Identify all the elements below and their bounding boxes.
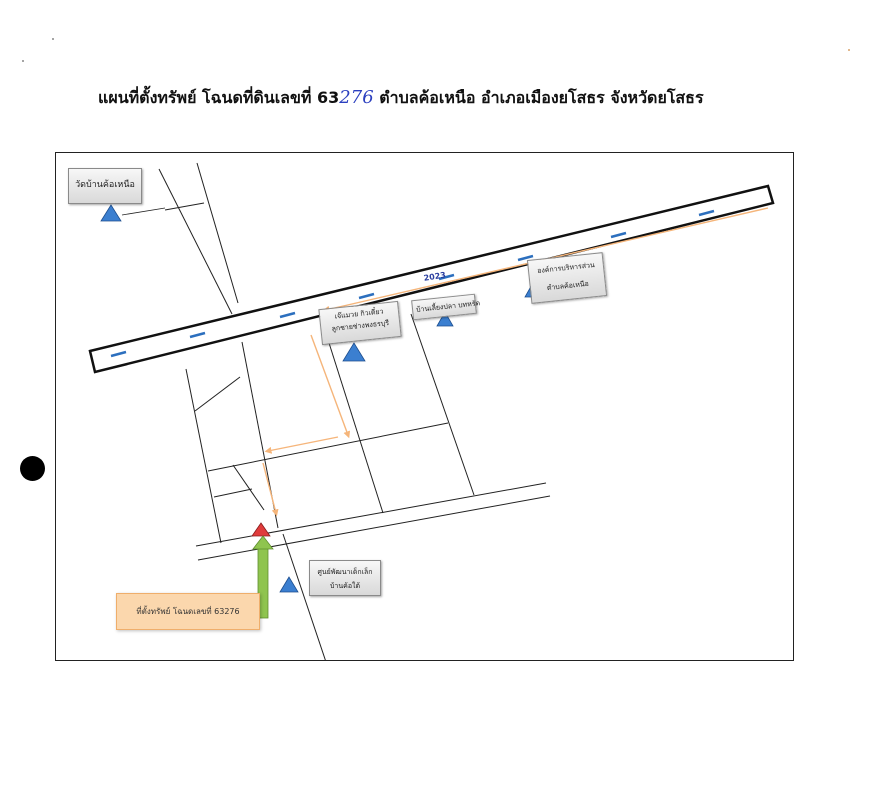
childcare-label-line2: บ้านค้อใต้ (329, 582, 360, 590)
house-label-text: บ้านเลี้ยงปลา บทหรัด (415, 299, 481, 314)
main-road-2023 (88, 184, 775, 374)
shop-marker-icon (342, 342, 366, 362)
temple-marker-icon (100, 204, 122, 222)
road-dash-marks (110, 209, 715, 358)
scan-speck (848, 49, 850, 51)
lane-south-edge-bottom (197, 495, 551, 561)
lane-south-edge-top (195, 482, 547, 547)
lot-line-west-a (185, 368, 222, 544)
handwritten-deed-number: 276 (339, 87, 374, 108)
property-location-label: ที่ตั้งทรัพย์ โฉนดเลขที่ 63276 (116, 593, 260, 630)
route-arrow-south (310, 334, 351, 439)
landmark-label-tao: องค์การบริหารส่วน ตำบลค้อเหนือ (526, 252, 608, 304)
page-title: แผนที่ตั้งทรัพย์ โฉนดที่ดินเลขที่ 63276 … (98, 86, 818, 111)
route-arrow-to-property (262, 462, 279, 517)
house-marker-icon (436, 311, 454, 327)
landmark-label-childcare: ศูนย์พัฒนาเด็กเล็ก บ้านค้อใต้ (309, 560, 381, 596)
lot-line-east (410, 313, 475, 496)
lot-line-horizontal (207, 422, 449, 472)
hole-punch-mark (20, 456, 45, 481)
road-north-edge-right (196, 162, 239, 304)
scan-speck (22, 60, 24, 62)
lot-line-mid (322, 323, 384, 514)
property-marker-icon (251, 522, 271, 537)
title-suffix: ตำบลค้อเหนือ อำเภอเมืองยโสธร จังหวัดยโสธ… (373, 88, 704, 107)
map-canvas (88, 162, 775, 660)
lot-line-west-diagonal (194, 376, 241, 412)
road-north-crossline (164, 202, 205, 211)
route-arrow-west (264, 436, 339, 454)
temple-connector-line (121, 207, 166, 216)
title-prefix: แผนที่ตั้งทรัพย์ โฉนดที่ดินเลขที่ 63 (98, 88, 340, 107)
childcare-marker-icon (279, 576, 299, 593)
lot-line-small-a (232, 464, 265, 511)
temple-label-text: วัดบ้านค้อเหนือ (75, 180, 135, 190)
childcare-label-line1: ศูนย์พัฒนาเด็กเล็ก (317, 568, 373, 576)
scan-speck (52, 38, 54, 40)
landmark-label-temple: วัดบ้านค้อเหนือ (68, 168, 142, 204)
map-frame: วัดบ้านค้อเหนือ เจ๊แมวย กิวเตี๋ยว ลูกชาย… (55, 152, 794, 661)
lane-south-branch (282, 533, 326, 660)
lot-line-small-b (213, 488, 253, 498)
pointer-arrow-icon (252, 535, 274, 619)
road-north-edge-left (158, 168, 233, 315)
